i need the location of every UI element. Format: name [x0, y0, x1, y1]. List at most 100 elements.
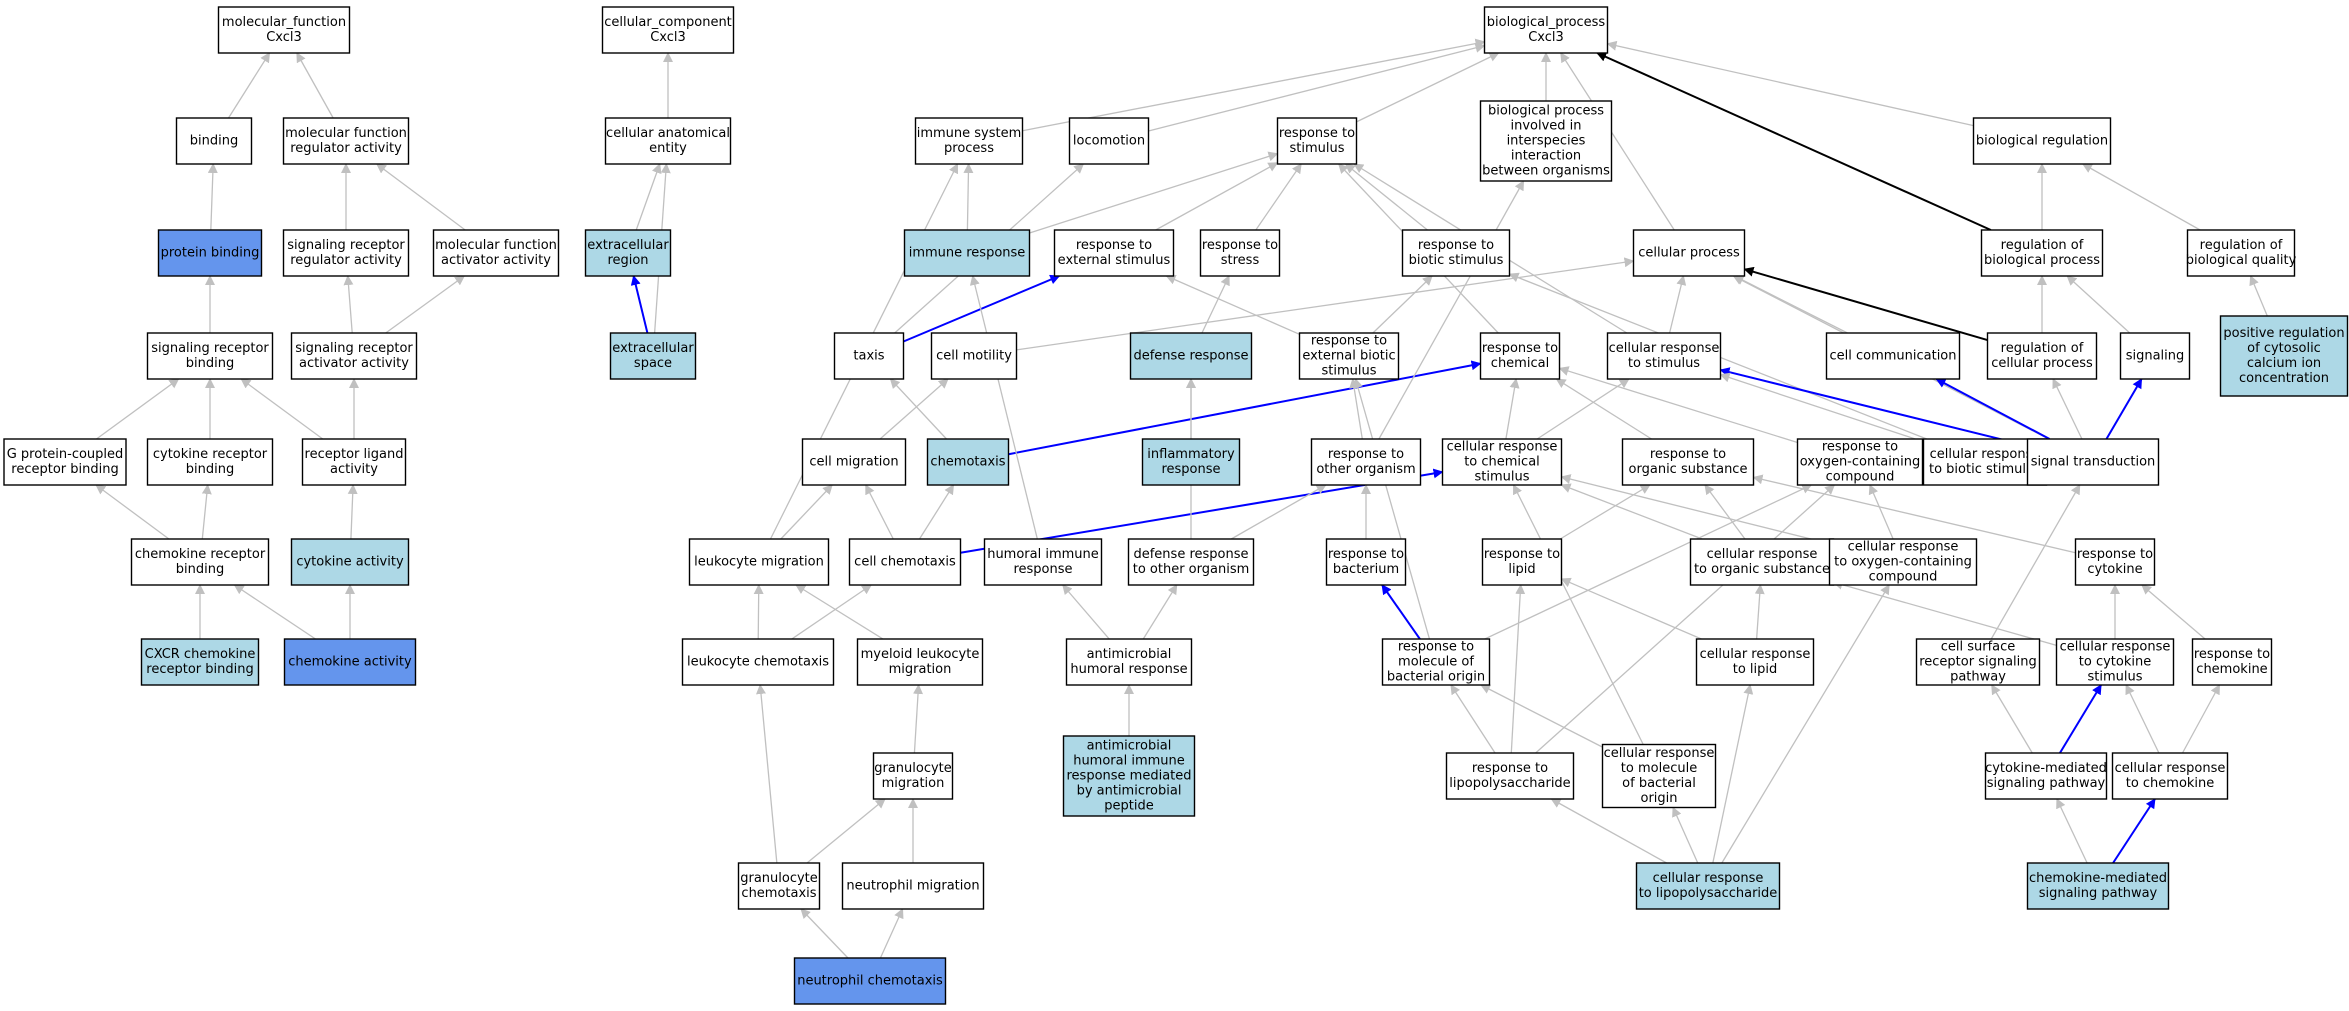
- node-label-line: signal transduction: [2031, 455, 2156, 470]
- go-term-node-nm[interactable]: neutrophil migration: [841, 862, 985, 910]
- node-label-line: compound: [1869, 570, 1938, 585]
- node-box: [217, 6, 351, 54]
- go-term-node-cct[interactable]: cell chemotaxis: [848, 538, 962, 586]
- go-term-node-breg[interactable]: biological regulation: [1972, 117, 2112, 165]
- node-label-line: receptor binding: [146, 662, 253, 677]
- go-term-node-st[interactable]: signal transduction: [2026, 438, 2160, 486]
- node-label-line: biological regulation: [1976, 134, 2108, 149]
- go-term-node-lct[interactable]: leukocyte chemotaxis: [681, 638, 835, 686]
- node-label-line: to biotic stimulus: [1929, 462, 2041, 477]
- go-term-node-binding[interactable]: binding: [175, 117, 253, 165]
- go-term-node-cmig[interactable]: cell migration: [801, 438, 907, 486]
- go-term-node-cka[interactable]: chemokine activity: [283, 638, 417, 686]
- go-term-node-nct[interactable]: neutrophil chemotaxis: [793, 957, 947, 1005]
- node-box: [1068, 117, 1150, 165]
- node-label-line: to chemical: [1464, 455, 1540, 470]
- node-box: [1325, 538, 1407, 586]
- edge-crtos-to-rtos: [1704, 484, 1746, 540]
- edge-rtbs-to-rts: [1344, 163, 1428, 231]
- go-term-node-sig[interactable]: signaling: [2119, 332, 2191, 380]
- node-label-line: humoral response: [1070, 662, 1187, 677]
- node-label-line: biological process: [1984, 253, 2100, 268]
- go-term-node-pb[interactable]: protein binding: [157, 229, 263, 277]
- edge-crbs-to-crts: [1719, 372, 1924, 443]
- edge-gm-to-mlm: [913, 684, 924, 754]
- go-term-node-lm[interactable]: leukocyte migration: [688, 538, 830, 586]
- go-term-node-chemo[interactable]: chemotaxis: [926, 438, 1010, 486]
- edge-crcs-to-crts: [1536, 378, 1630, 440]
- go-term-node-cc2[interactable]: cell communication: [1825, 332, 1961, 380]
- node-label-line: cell motility: [936, 349, 1012, 364]
- go-term-node-taxis[interactable]: taxis: [833, 332, 905, 380]
- go-term-node-cp[interactable]: cellular process: [1632, 229, 1746, 277]
- node-label-line: cellular response: [1700, 647, 1811, 662]
- go-term-node-cyta[interactable]: cytokine activity: [290, 538, 410, 586]
- go-term-node-loco[interactable]: locomotion: [1068, 117, 1150, 165]
- edge-csrsp-to-st: [1990, 484, 2081, 640]
- node-label-line: Cxcl3: [650, 30, 686, 45]
- go-term-node-ir[interactable]: immune response: [903, 229, 1031, 277]
- go-term-node-cm[interactable]: cell motility: [930, 332, 1018, 380]
- go-term-node-dr[interactable]: defense response: [1129, 332, 1253, 380]
